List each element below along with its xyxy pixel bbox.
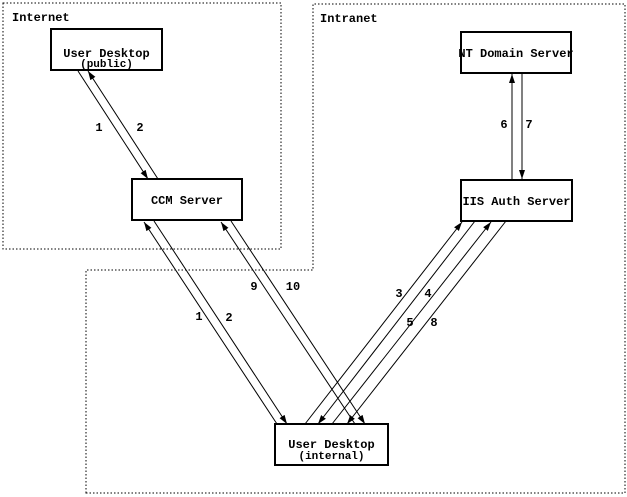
arrow-6-iis-to-nt-domain-label: 6 bbox=[500, 118, 507, 132]
arrow-5-internal-desktop-to-iis bbox=[331, 221, 492, 425]
iis-auth-server-box bbox=[460, 179, 573, 222]
arrow-8-iis-to-internal-desktop bbox=[346, 220, 507, 425]
arrow-5-internal-desktop-to-iis-label: 5 bbox=[406, 316, 413, 330]
arrow-8-iis-to-internal-desktop-label: 8 bbox=[430, 316, 437, 330]
user-desktop-public-title: User Desktop bbox=[63, 47, 149, 61]
user-desktop-internal-box bbox=[274, 423, 389, 466]
ccm-server: CCM Server bbox=[131, 178, 243, 221]
arrow-2-ccm-to-public-desktop-label: 2 bbox=[136, 121, 143, 135]
arrow-7-nt-domain-to-iis-label: 7 bbox=[525, 118, 532, 132]
arrow-10-ccm-to-internal-desktop-label: 10 bbox=[286, 280, 300, 294]
intranet-zone-label: Intranet bbox=[320, 12, 378, 26]
intranet-zone-border bbox=[85, 3, 626, 494]
arrow-1-public-desktop-to-ccm bbox=[77, 70, 149, 180]
arrow-2-ccm-to-public-desktop bbox=[87, 70, 159, 180]
user-desktop-internal-subtitle: (internal) bbox=[298, 451, 364, 463]
nt-domain-server-title: NT Domain Server bbox=[458, 47, 573, 61]
user-desktop-public: User Desktop(public) bbox=[50, 28, 163, 71]
user-desktop-internal: User Desktop(internal) bbox=[274, 423, 389, 466]
ccm-server-title: CCM Server bbox=[151, 194, 223, 208]
arrow-2-ccm-to-internal-desktop bbox=[153, 220, 288, 425]
nt-domain-server: NT Domain Server bbox=[458, 31, 574, 74]
arrow-3-internal-desktop-to-iis-label: 3 bbox=[395, 287, 402, 301]
user-desktop-public-box bbox=[50, 28, 163, 71]
arrow-layer: 1 2 1 2 9 10 3 4 5 8 6 7 bbox=[77, 70, 533, 425]
arrow-2-ccm-to-internal-desktop-label: 2 bbox=[225, 311, 232, 325]
arrow-4-iis-to-internal-desktop bbox=[317, 220, 476, 425]
ccm-server-box bbox=[131, 178, 243, 221]
iis-auth-server: IIS Auth Server bbox=[460, 179, 573, 222]
nt-domain-server-box bbox=[460, 31, 572, 74]
arrow-10-ccm-to-internal-desktop bbox=[230, 220, 366, 425]
arrow-4-iis-to-internal-desktop-label: 4 bbox=[424, 287, 431, 301]
arrow-3-internal-desktop-to-iis bbox=[304, 221, 463, 425]
arrow-1-internal-desktop-to-ccm-label: 1 bbox=[195, 310, 202, 324]
arrow-1-internal-desktop-to-ccm bbox=[143, 221, 278, 425]
arrow-9-internal-desktop-to-ccm-label: 9 bbox=[250, 280, 257, 294]
internet-zone-label: Internet bbox=[12, 11, 70, 25]
user-desktop-internal-title: User Desktop bbox=[288, 438, 374, 452]
iis-auth-server-title: IIS Auth Server bbox=[462, 195, 570, 209]
arrow-1-public-desktop-to-ccm-label: 1 bbox=[95, 121, 102, 135]
arrow-9-internal-desktop-to-ccm bbox=[220, 221, 356, 425]
user-desktop-public-subtitle: (public) bbox=[80, 59, 133, 71]
